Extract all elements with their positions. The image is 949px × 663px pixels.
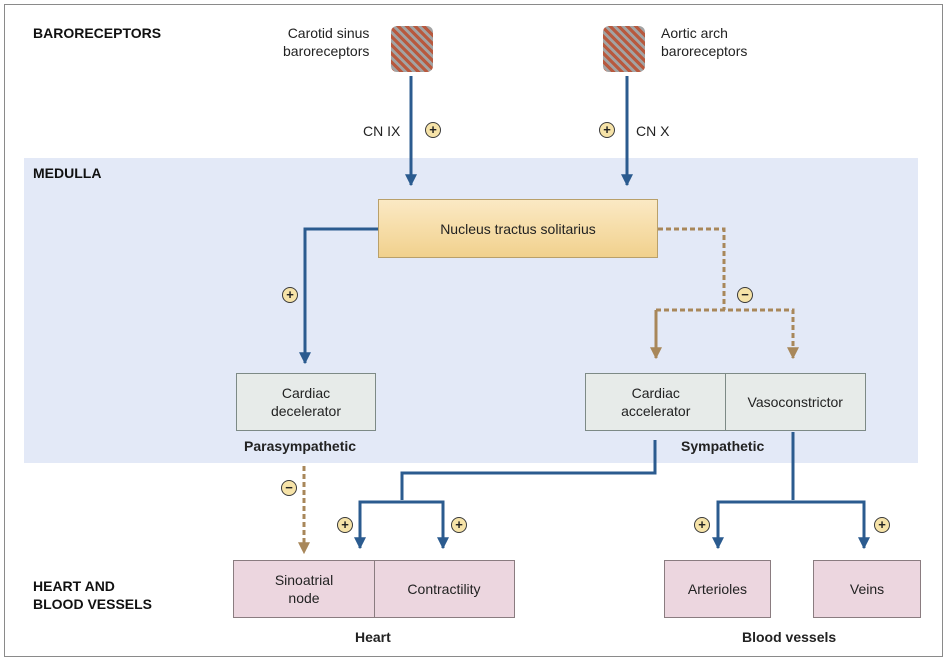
parasympathetic-label: Parasympathetic [244,438,357,454]
sinoatrial-line2: node [288,590,320,606]
plus-sign-contractility: + [451,517,467,533]
section-heart-and-vessels: HEART AND BLOOD VESSELS [33,577,152,613]
section-heart-line2: BLOOD VESSELS [33,596,153,612]
carotid-label-line2: baroreceptors [283,43,370,59]
sympathetic-label: Sympathetic [681,438,765,454]
decelerator-line1: Cardiac [281,385,331,401]
heart-branch-arrows [358,500,449,550]
sinoatrial-node-cell: Sinoatrial node [234,571,374,607]
accelerator-line2: accelerator [621,403,691,419]
vessel-branch-arrows [716,500,870,550]
carotid-baroreceptor-icon [391,26,433,72]
minus-sign-sinoatrial: − [281,480,297,496]
aortic-label-line2: baroreceptors [661,43,748,59]
carotid-label-line1: Carotid sinus [287,25,370,41]
nts-to-decelerator-arrow [299,227,380,365]
aortic-label-line1: Aortic arch [661,25,728,41]
aortic-baroreceptor-icon [603,26,645,72]
diagram-frame [4,4,943,657]
cardiac-decelerator-box: Cardiac decelerator [236,373,376,431]
section-heart-line1: HEART AND [33,578,115,594]
decelerator-line2: decelerator [270,403,342,419]
veins-box: Veins [813,560,921,618]
contractility-cell: Contractility [407,581,481,597]
nucleus-tractus-solitarius-box: Nucleus tractus solitarius [378,199,658,258]
heart-box-divider [374,560,375,618]
cn-x-label: CN X [636,123,670,139]
cn-ix-label: CN IX [363,123,401,139]
accelerator-line1: Cardiac [631,385,680,401]
nts-inhibitory-line [658,227,726,310]
sympathetic-box-divider [725,373,726,431]
minus-sign-sympathetic: − [737,287,753,303]
carotid-sinus-label: Carotid sinus baroreceptors [283,24,369,60]
plus-sign-cn-ix: + [425,122,441,138]
cardiac-accelerator-cell: Cardiac accelerator [586,384,726,420]
sinoatrial-line1: Sinoatrial [274,572,334,588]
plus-sign-sinoatrial: + [337,517,353,533]
aortic-arch-label: Aortic arch baroreceptors [661,24,747,60]
plus-sign-parasympathetic: + [282,287,298,303]
plus-sign-arterioles: + [694,517,710,533]
section-medulla: MEDULLA [33,165,102,181]
plus-sign-veins: + [874,517,890,533]
sympathetic-inhibitory-arrows [654,308,799,360]
vasoconstrictor-cell: Vasoconstrictor [747,394,843,410]
blood-vessels-group-label: Blood vessels [742,629,837,645]
section-baroreceptors: BARORECEPTORS [33,25,162,41]
accelerator-to-heart-line [400,440,657,500]
arterioles-box: Arterioles [664,560,771,618]
heart-group-label: Heart [355,629,391,645]
plus-sign-cn-x: + [599,122,615,138]
